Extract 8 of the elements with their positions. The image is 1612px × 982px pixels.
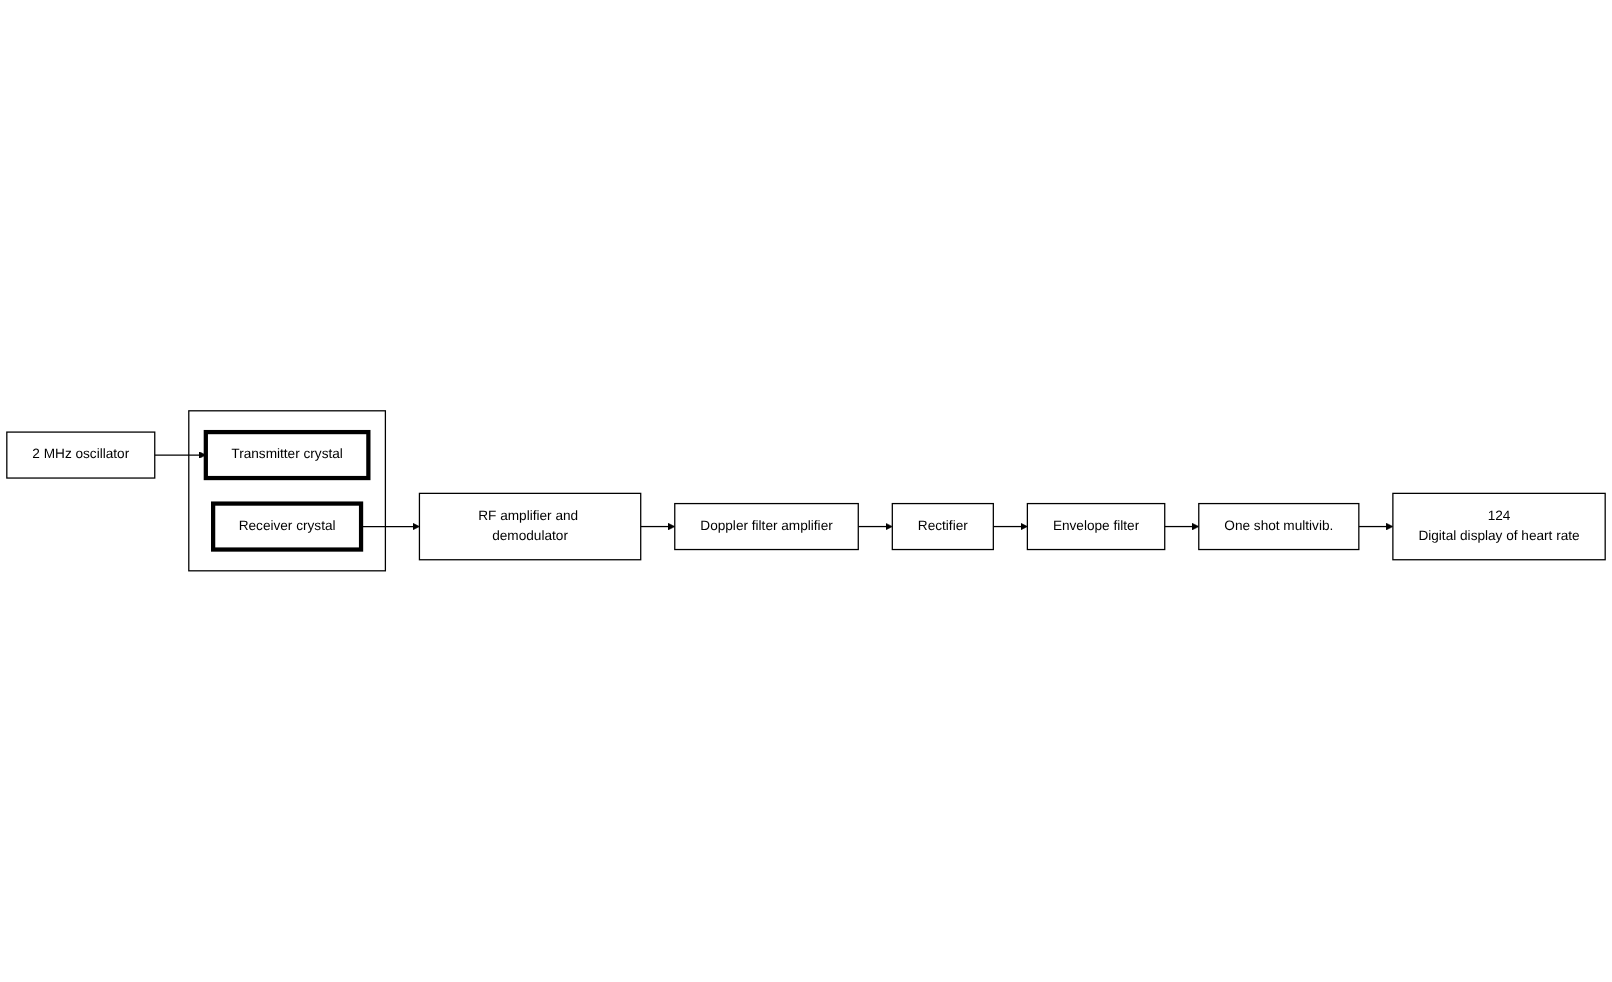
arrow bbox=[640, 523, 676, 531]
arrow bbox=[1358, 523, 1394, 531]
cluster bbox=[188, 410, 387, 572]
arrow bbox=[992, 523, 1028, 531]
arrow bbox=[154, 451, 207, 459]
arrow bbox=[857, 523, 893, 531]
arrow bbox=[1164, 523, 1200, 531]
arrow bbox=[360, 523, 420, 531]
